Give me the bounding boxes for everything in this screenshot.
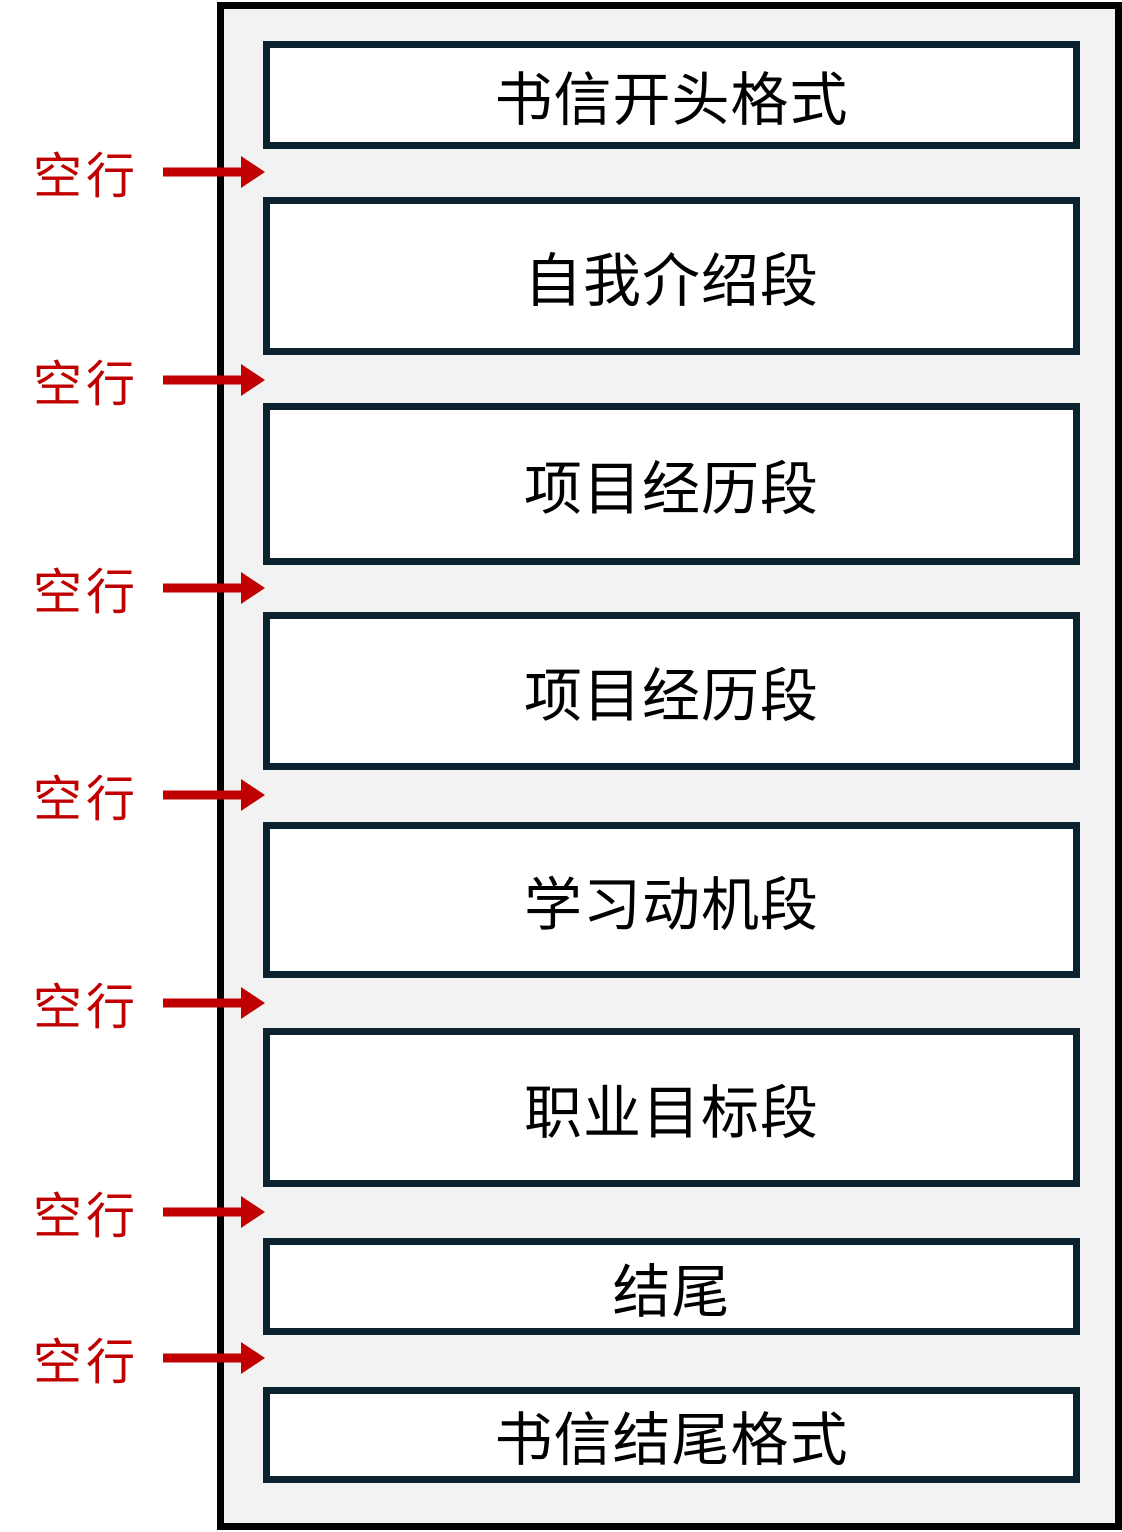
box-career-goal: 职业目标段 — [263, 1028, 1080, 1187]
blank-line-annotation-4: 空行 — [33, 760, 266, 830]
box-label: 自我介绍段 — [523, 249, 819, 314]
box-label: 结尾 — [612, 1259, 731, 1325]
box-study-motivation: 学习动机段 — [263, 822, 1080, 978]
blank-line-label: 空行 — [33, 149, 140, 204]
blank-line-label: 空行 — [33, 1189, 140, 1244]
arrow-right-icon — [163, 1196, 266, 1228]
blank-line-label: 空行 — [33, 772, 140, 827]
box-label: 职业目标段 — [523, 1080, 819, 1146]
blank-line-label: 空行 — [33, 565, 140, 620]
blank-line-annotation-1: 空行 — [33, 137, 266, 207]
box-project-experience-1: 项目经历段 — [263, 403, 1080, 565]
box-label: 项目经历段 — [523, 664, 819, 729]
box-label: 书信结尾格式 — [494, 1408, 849, 1473]
arrow-right-icon — [163, 156, 266, 188]
blank-line-annotation-5: 空行 — [33, 968, 266, 1038]
arrow-right-icon — [163, 987, 266, 1019]
box-label: 项目经历段 — [523, 457, 819, 522]
box-label: 学习动机段 — [523, 873, 819, 938]
blank-line-annotation-7: 空行 — [33, 1323, 266, 1393]
box-label: 书信开头格式 — [494, 68, 849, 133]
blank-line-label: 空行 — [33, 357, 140, 412]
box-ending: 结尾 — [263, 1238, 1080, 1335]
blank-line-annotation-3: 空行 — [33, 553, 266, 623]
box-letter-opening-format: 书信开头格式 — [263, 41, 1080, 149]
arrow-right-icon — [163, 1342, 266, 1374]
blank-line-annotation-2: 空行 — [33, 345, 266, 415]
arrow-right-icon — [163, 779, 266, 811]
blank-line-label: 空行 — [33, 1335, 140, 1390]
blank-line-label: 空行 — [33, 980, 140, 1035]
box-self-introduction: 自我介绍段 — [263, 197, 1080, 355]
box-letter-closing-format: 书信结尾格式 — [263, 1387, 1080, 1483]
arrow-right-icon — [163, 364, 266, 396]
arrow-right-icon — [163, 572, 266, 604]
blank-line-annotation-6: 空行 — [33, 1177, 266, 1247]
box-project-experience-2: 项目经历段 — [263, 612, 1080, 770]
